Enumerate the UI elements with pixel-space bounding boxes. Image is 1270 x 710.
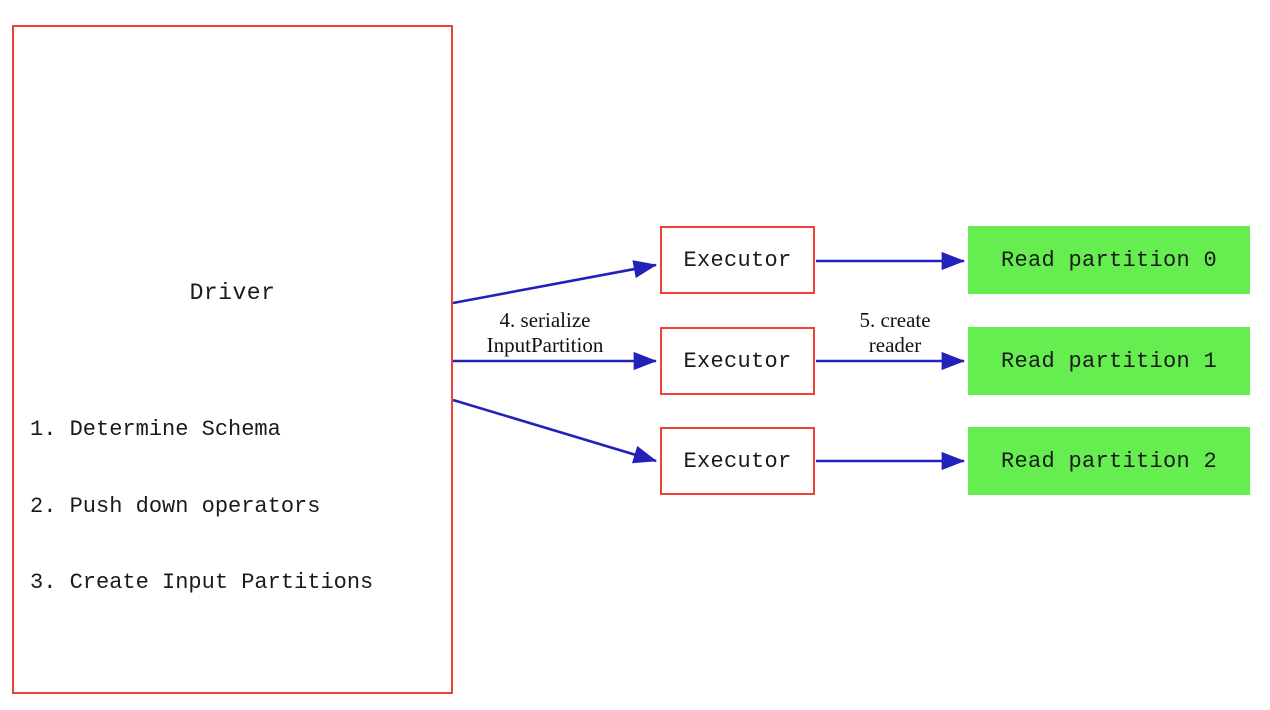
executor-box-3: Executor: [660, 427, 815, 495]
edge-label-serialize-line-2: InputPartition: [486, 333, 604, 357]
driver-step-1: 1. Determine Schema: [30, 417, 281, 442]
executor-box-2: Executor: [660, 327, 815, 395]
edge-label-create-line-2: reader: [868, 333, 922, 357]
driver-title: Driver: [189, 280, 276, 306]
edge-label-create-line-1: 5. create: [859, 308, 931, 332]
read-partition-box-1: Read partition 1: [968, 327, 1250, 395]
driver-box: Driver 1. Determine Schema 2. Push down …: [12, 25, 453, 694]
edge-label-create-reader: 5. create reader: [830, 308, 960, 358]
driver-step-2: 2. Push down operators: [30, 493, 321, 519]
read-partition-box-2: Read partition 2: [968, 427, 1250, 495]
arrow-driver-to-executor-1: [452, 260, 658, 305]
edge-label-serialize-line-1: 4. serialize: [499, 308, 591, 332]
executor-box-1: Executor: [660, 226, 815, 294]
driver-step-3: 3. Create Input Partitions: [30, 570, 374, 595]
read-partition-box-0: Read partition 0: [968, 226, 1250, 294]
driver-steps-list: 1. Determine Schema 2. Push down operato…: [30, 366, 373, 647]
edge-label-serialize-inputpartition: 4. serialize InputPartition: [455, 308, 635, 358]
arrow-driver-to-executor-3: [452, 398, 657, 464]
